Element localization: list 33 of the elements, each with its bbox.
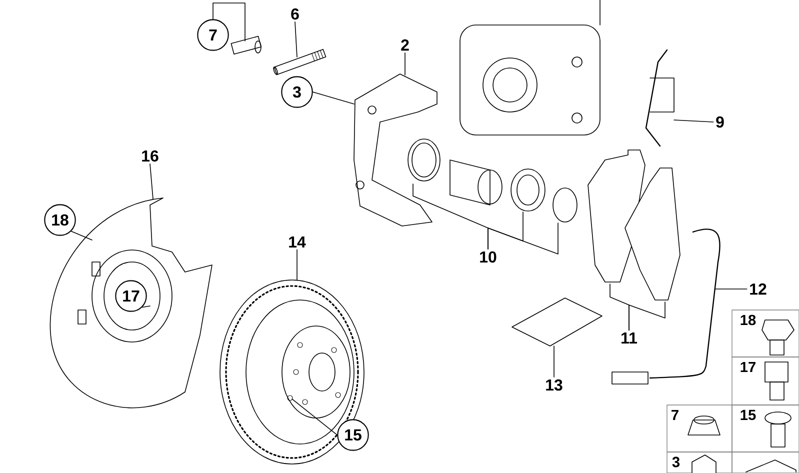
leader-line — [212, 2, 246, 42]
leader-line — [142, 306, 150, 308]
callout-number: 13 — [546, 379, 562, 391]
leader-line — [70, 230, 92, 240]
brake-disc-drawing — [220, 280, 364, 464]
parts-table-cell: 7 — [666, 404, 732, 452]
leader-line — [488, 222, 558, 254]
dust-shield-drawing — [50, 198, 212, 408]
bushing-drawing — [230, 36, 262, 55]
piston-kit-drawing — [408, 138, 578, 222]
brake-pads-drawing — [588, 150, 680, 300]
leader-line — [294, 22, 298, 58]
leader-line — [312, 92, 354, 104]
callout-number: 9 — [716, 116, 724, 128]
carrier-drawing — [354, 74, 438, 226]
callout-number: 2 — [401, 39, 409, 51]
callout-number: 12 — [750, 283, 766, 295]
leader-line — [404, 52, 406, 76]
callout-number: 16 — [142, 150, 158, 162]
guide-pin-drawing — [273, 48, 326, 76]
leader-line — [674, 120, 714, 122]
leader-line — [292, 398, 338, 436]
leader-line — [150, 164, 154, 200]
wear-sensor-drawing — [612, 228, 720, 384]
leader-line — [628, 302, 666, 331]
callout-number: 10 — [480, 251, 496, 263]
grease-packet-drawing — [512, 298, 602, 346]
leader-line — [714, 288, 748, 290]
leader-line — [296, 249, 298, 280]
retaining-clip-drawing — [645, 49, 674, 147]
callout-number: 14 — [289, 236, 306, 248]
callout-number: 6 — [291, 8, 299, 20]
caliper-drawing — [460, 24, 600, 136]
